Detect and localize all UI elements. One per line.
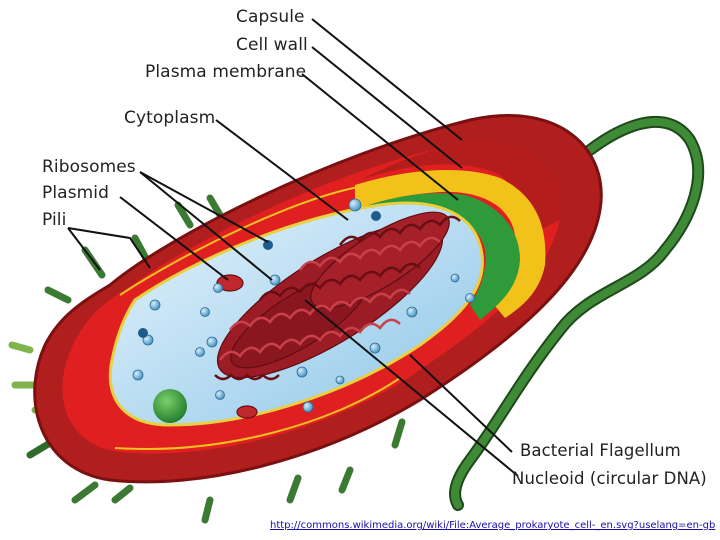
membrane-green-layer bbox=[355, 193, 520, 320]
plasma-membrane-layer bbox=[355, 169, 546, 318]
label-bacterial-flagellum: Bacterial Flagellum bbox=[520, 441, 681, 460]
label-plasmid: Plasmid bbox=[42, 183, 110, 203]
plasmid bbox=[216, 274, 258, 419]
green-granule bbox=[153, 389, 187, 423]
label-capsule: Capsule bbox=[236, 7, 305, 27]
leader-lines bbox=[67, 18, 519, 477]
source-link[interactable]: http://commons.wikimedia.org/wiki/File:A… bbox=[270, 520, 716, 531]
label-pili: Pili bbox=[42, 210, 67, 230]
nucleoid bbox=[214, 211, 461, 381]
label-nucleoid: Nucleoid (circular DNA) bbox=[512, 469, 707, 488]
dark-ribosomes bbox=[138, 211, 381, 338]
label-plasma-membrane: Plasma membrane bbox=[145, 62, 307, 82]
label-ribosomes: Ribosomes bbox=[42, 157, 136, 177]
ribosomes bbox=[132, 198, 475, 413]
label-cytoplasm: Cytoplasm bbox=[124, 108, 216, 128]
label-cell-wall: Cell wall bbox=[236, 35, 308, 55]
